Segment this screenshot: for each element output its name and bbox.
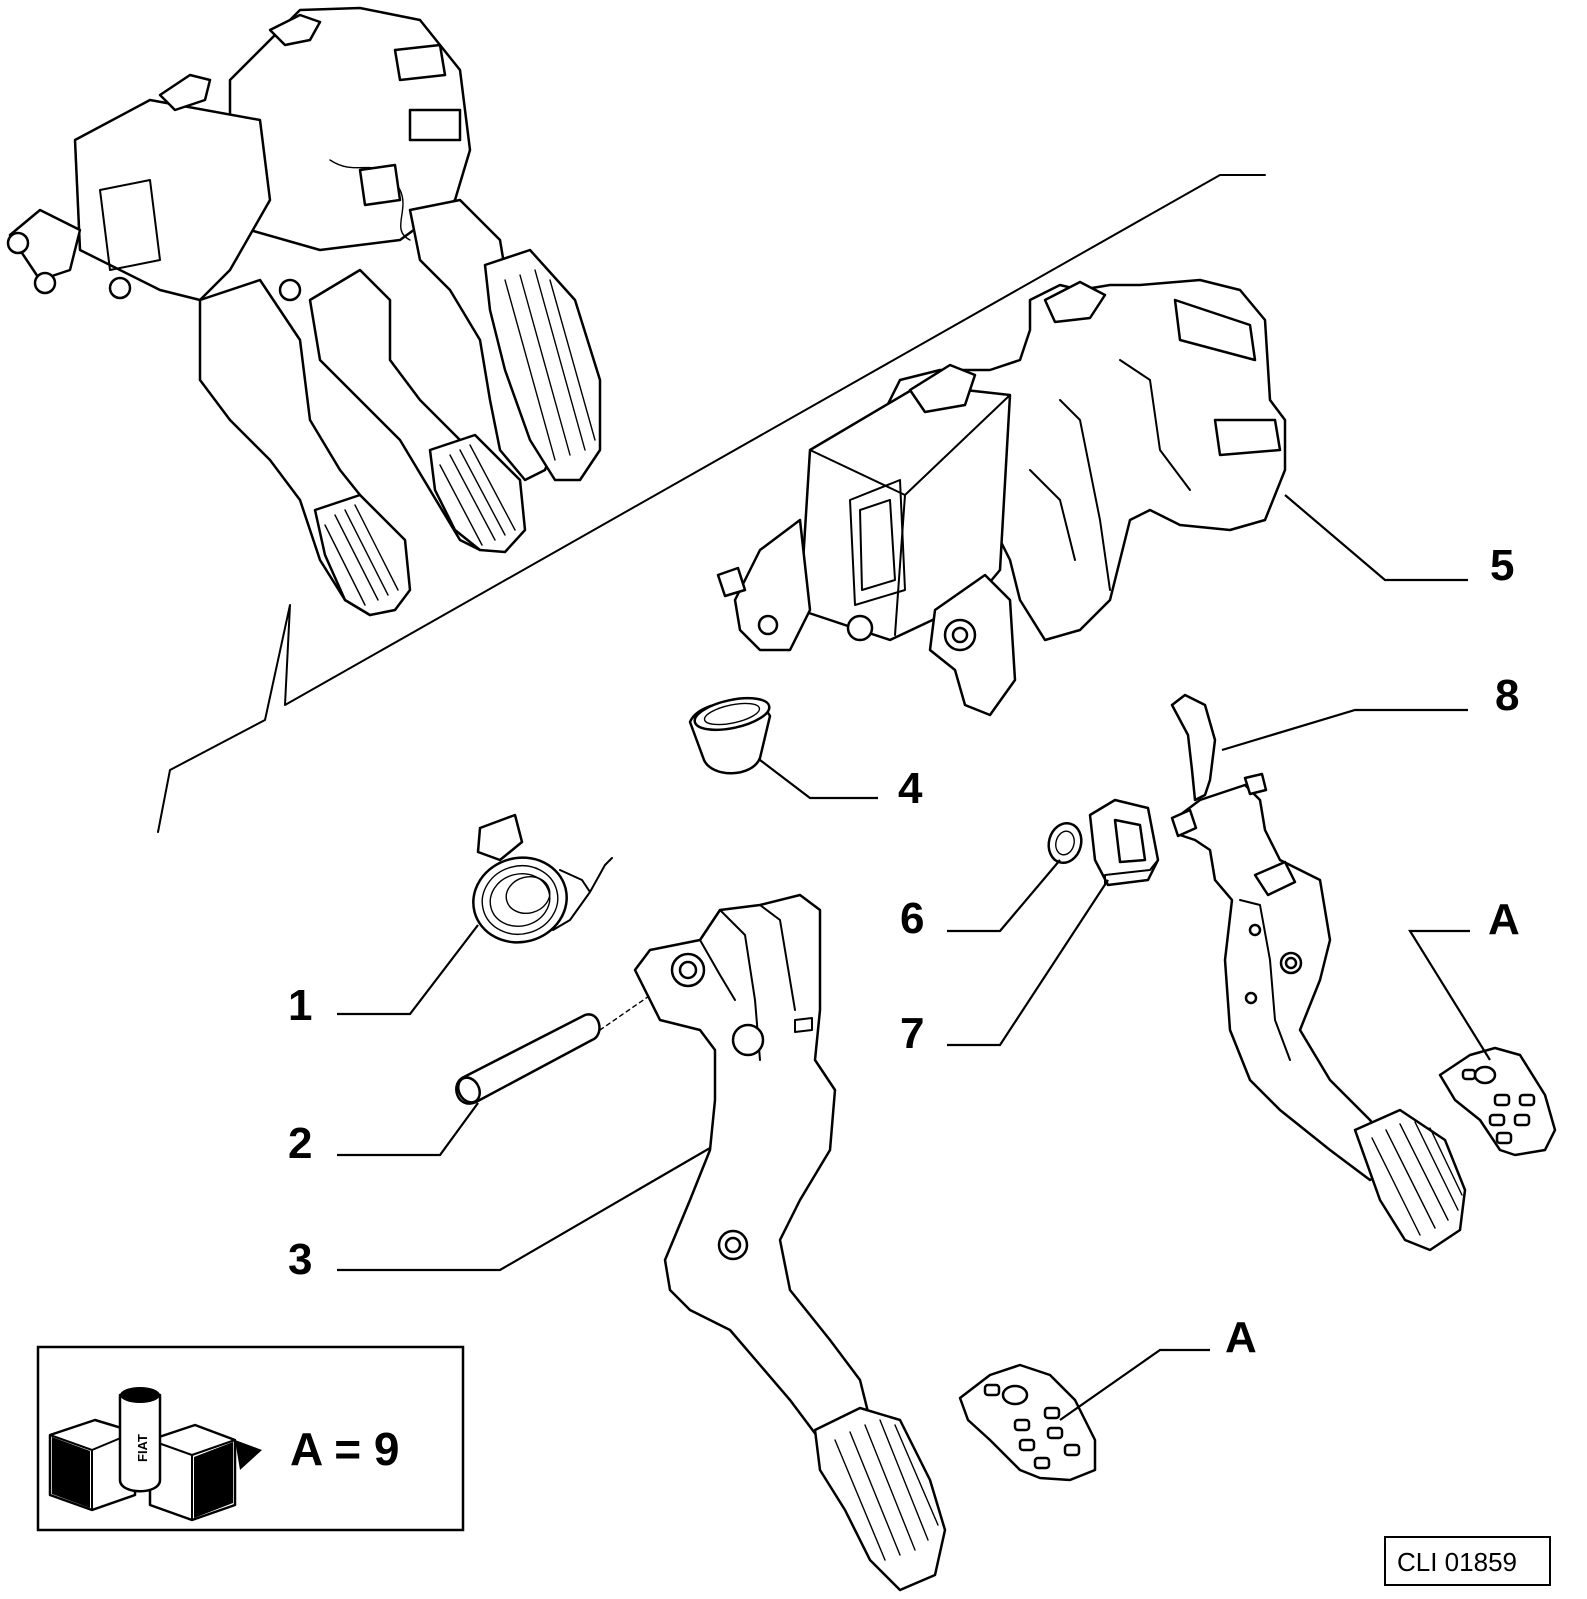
- divider-line: [157, 174, 1266, 833]
- part-2-pivot-pin: [455, 984, 666, 1105]
- part-8-pedal-assembly: [1170, 693, 1467, 1252]
- part-5-pedal-bracket: [716, 278, 1287, 717]
- callout-6: 6: [900, 894, 924, 943]
- drawing-code: CLI 01859: [1397, 1547, 1517, 1577]
- part-6-washer: [1047, 821, 1083, 865]
- part-a-pedal-pad-right: [1438, 1046, 1557, 1157]
- legend-box: FIAT A = 9: [36, 1345, 465, 1532]
- part-a-pedal-pad-left: [958, 1363, 1097, 1482]
- callout-7: 7: [900, 1009, 924, 1058]
- callout-1: 1: [288, 981, 312, 1030]
- callout-8: 8: [1495, 671, 1519, 720]
- part-4-bushing: [688, 696, 772, 775]
- logo-brand-text: FIAT: [135, 1434, 150, 1462]
- drawing-code-box: CLI 01859: [1384, 1536, 1551, 1586]
- callout-a-left: A: [1225, 1313, 1257, 1362]
- part-7-clip-block: [1088, 798, 1160, 887]
- callout-5: 5: [1490, 541, 1514, 590]
- fiat-parts-logo: FIAT: [48, 1387, 262, 1522]
- part-1-return-spring: [472, 813, 613, 944]
- part-3-clutch-pedal: [633, 893, 947, 1592]
- callout-3: 3: [288, 1235, 312, 1284]
- assembled-pedal-unit: [6, 6, 602, 617]
- leader-lines: [337, 494, 1491, 1421]
- callout-2: 2: [288, 1119, 312, 1168]
- callout-4: 4: [898, 764, 923, 813]
- legend-equation: A = 9: [290, 1423, 400, 1475]
- callout-a-right: A: [1488, 895, 1520, 944]
